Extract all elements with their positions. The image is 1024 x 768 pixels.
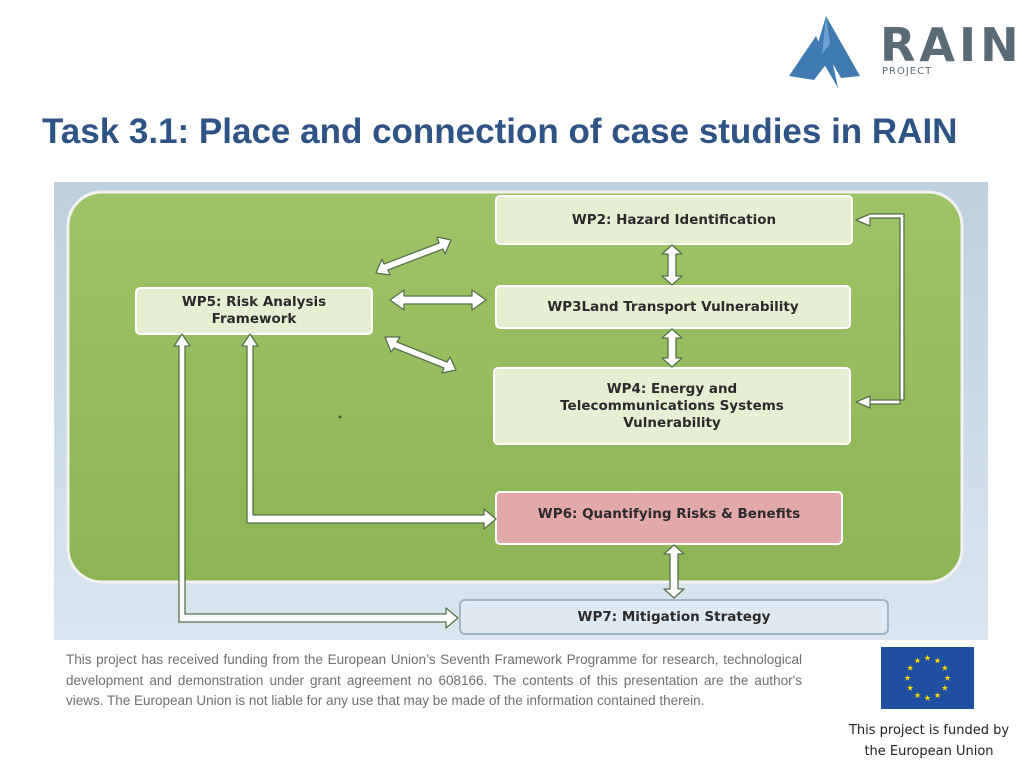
arrow-wp6-to-wp5 [241,333,497,530]
wp7-box [459,599,889,635]
rain-mountain-icon [789,16,860,88]
eu-star [944,674,951,681]
eu-funding-caption: This project is funded by the European U… [836,720,1022,762]
eu-star [907,664,914,671]
wp5-label: WP5: Risk Analysis Framework [136,288,372,334]
wp4-label-line2: Telecommunications Systems [560,397,784,414]
eu-star [941,664,948,671]
wp5-label-line2: Framework [211,311,297,327]
wp4-label: WP4: Energy and Telecommunications Syste… [494,368,850,444]
wp3-label: WP3Land Transport Vulnerability [547,298,799,315]
arrow-wp6-wp7 [663,544,685,599]
wp2-box [495,195,853,245]
diagram-canvas [54,182,988,640]
stray-dot [338,415,342,419]
eu-star [924,694,931,701]
arrow-wp2-wp4-feedback [855,213,905,409]
page-title: Task 3.1: Place and connection of case s… [42,112,958,151]
arrow-wp2-wp3 [661,244,683,286]
logo-subtitle: PROJECT [882,66,933,77]
eu-flag-icon [881,647,974,709]
eu-star [934,692,941,698]
wp5-box [135,287,373,335]
arrow-wp5-wp3 [389,289,487,311]
wp3-box [495,285,851,329]
eu-star [914,657,921,664]
eu-star [924,654,931,661]
arrow-wp5-wp2 [375,236,452,276]
logo-wordmark: RAIN [880,18,1023,72]
arrow-wp7-to-wp5 [173,333,459,629]
wp4-box [493,367,851,445]
eu-star [904,674,911,681]
funding-disclaimer: This project has received funding from t… [66,652,802,708]
rain-logo: RAIN PROJECT [786,14,1022,94]
arrow-wp3-wp4 [661,328,683,368]
wp6-label: WP6: Quantifying Risks & Benefits [537,505,801,522]
eu-star [914,692,921,698]
eu-star [934,657,941,664]
wp7-label: WP7: Mitigation Strategy [577,608,771,625]
wp4-label-line3: Vulnerability [623,414,721,431]
eu-caption-line1: This project is funded by [848,723,1010,738]
wp2-label: WP2: Hazard Identification [571,211,777,228]
wp5-label-line1: WP5: Risk Analysis [181,294,327,310]
wp4-label-line1: WP4: Energy and [606,380,738,397]
eu-star [941,684,948,691]
eu-caption-line2: the European Union [864,744,994,759]
eu-star [907,684,914,691]
wp6-box [495,491,843,545]
arrow-wp5-wp4 [384,336,457,374]
workpackage-diagram: WP2: Hazard Identification WP3Land Trans… [54,182,988,640]
